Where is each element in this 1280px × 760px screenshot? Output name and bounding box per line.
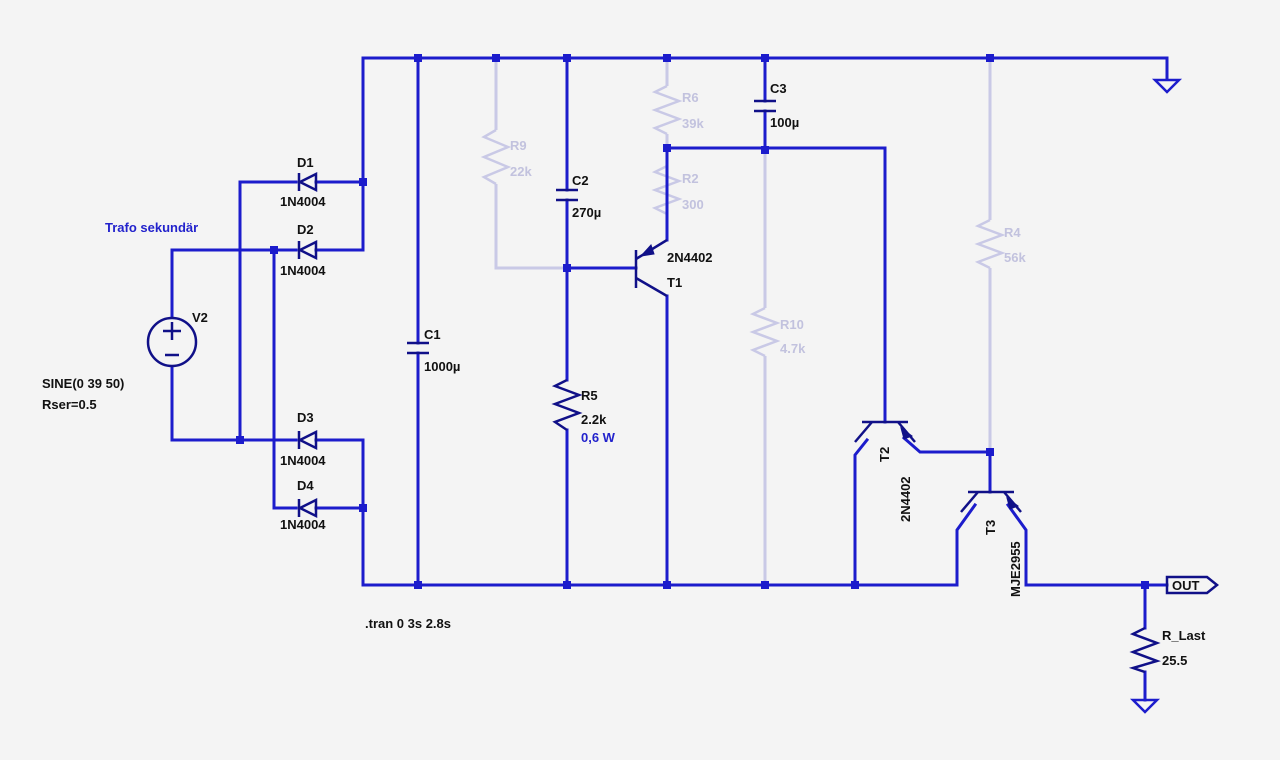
diode-d3: D3 1N4004 [280,410,326,468]
r6-value: 39k [682,116,704,131]
c2-ref: C2 [572,173,589,188]
v2-value: SINE(0 39 50) [42,376,124,391]
r5-power-note: 0,6 W [581,430,616,445]
r-last-ref: R_Last [1162,628,1206,643]
diode-d2: D2 1N4004 [280,222,326,278]
t2-value: 2N4402 [898,476,913,522]
r2-ref: R2 [682,171,699,186]
resistor-r4: R4 56k [974,58,1026,452]
d2-ref: D2 [297,222,314,237]
r6-ref: R6 [682,90,699,105]
transistor-t3: T3 MJE2955 [960,490,1023,597]
junctions [236,54,1149,589]
t2-ref: T2 [877,447,892,462]
d3-value: 1N4004 [280,453,326,468]
diode-d1: D1 1N4004 [280,155,326,209]
v2-rser: Rser=0.5 [42,397,97,412]
ground-symbol-top [1151,78,1183,94]
d3-ref: D3 [297,410,314,425]
c1-ref: C1 [424,327,441,342]
out-port: OUT [1165,575,1220,595]
r10-ref: R10 [780,317,804,332]
capacitor-c1: C1 1000µ [407,327,460,374]
r9-ref: R9 [510,138,527,153]
c3-ref: C3 [770,81,787,96]
v2-ref: V2 [192,310,208,325]
resistor-r10: R10 4.7k [749,150,806,585]
resistor-r6: R6 39k [651,58,704,148]
c2-value: 270µ [572,205,601,220]
resistor-r5: R5 2.2k 0,6 W [551,378,616,445]
diode-d4: D4 1N4004 [280,478,326,532]
out-port-label: OUT [1172,578,1200,593]
r4-value: 56k [1004,250,1026,265]
voltage-source-v2: V2 SINE(0 39 50) Rser=0.5 [42,310,208,412]
d1-value: 1N4004 [280,194,326,209]
r10-value: 4.7k [780,341,806,356]
capacitor-c2: C2 270µ [556,173,601,220]
t3-ref: T3 [983,520,998,535]
t1-ref: T1 [667,275,682,290]
transistor-t1: 2N4402 T1 [634,238,713,298]
r5-ref: R5 [581,388,598,403]
resistor-r2: R2 300 [651,148,704,240]
d1-ref: D1 [297,155,314,170]
r-last-value: 25.5 [1162,653,1187,668]
tran-directive: .tran 0 3s 2.8s [365,616,451,631]
t1-value: 2N4402 [667,250,713,265]
r9-value: 22k [510,164,532,179]
resistor-r9: R9 22k [480,58,567,270]
d4-ref: D4 [297,478,314,493]
r2-value: 300 [682,197,704,212]
d2-value: 1N4004 [280,263,326,278]
capacitor-c3: C3 100µ [754,81,799,130]
r4-ref: R4 [1004,225,1021,240]
faded-components: R9 22k R6 39k R2 300 R10 4.7k [480,58,1026,585]
resistor-r-last: R_Last 25.5 [1128,626,1206,674]
t3-value: MJE2955 [1008,541,1023,597]
transistor-t2: T2 2N4402 [854,420,916,522]
wires [170,56,1169,702]
trafo-label: Trafo sekundär [105,220,198,235]
c3-value: 100µ [770,115,799,130]
r5-value: 2.2k [581,412,607,427]
ground-symbol-bottom [1129,698,1161,714]
d4-value: 1N4004 [280,517,326,532]
c1-value: 1000µ [424,359,460,374]
